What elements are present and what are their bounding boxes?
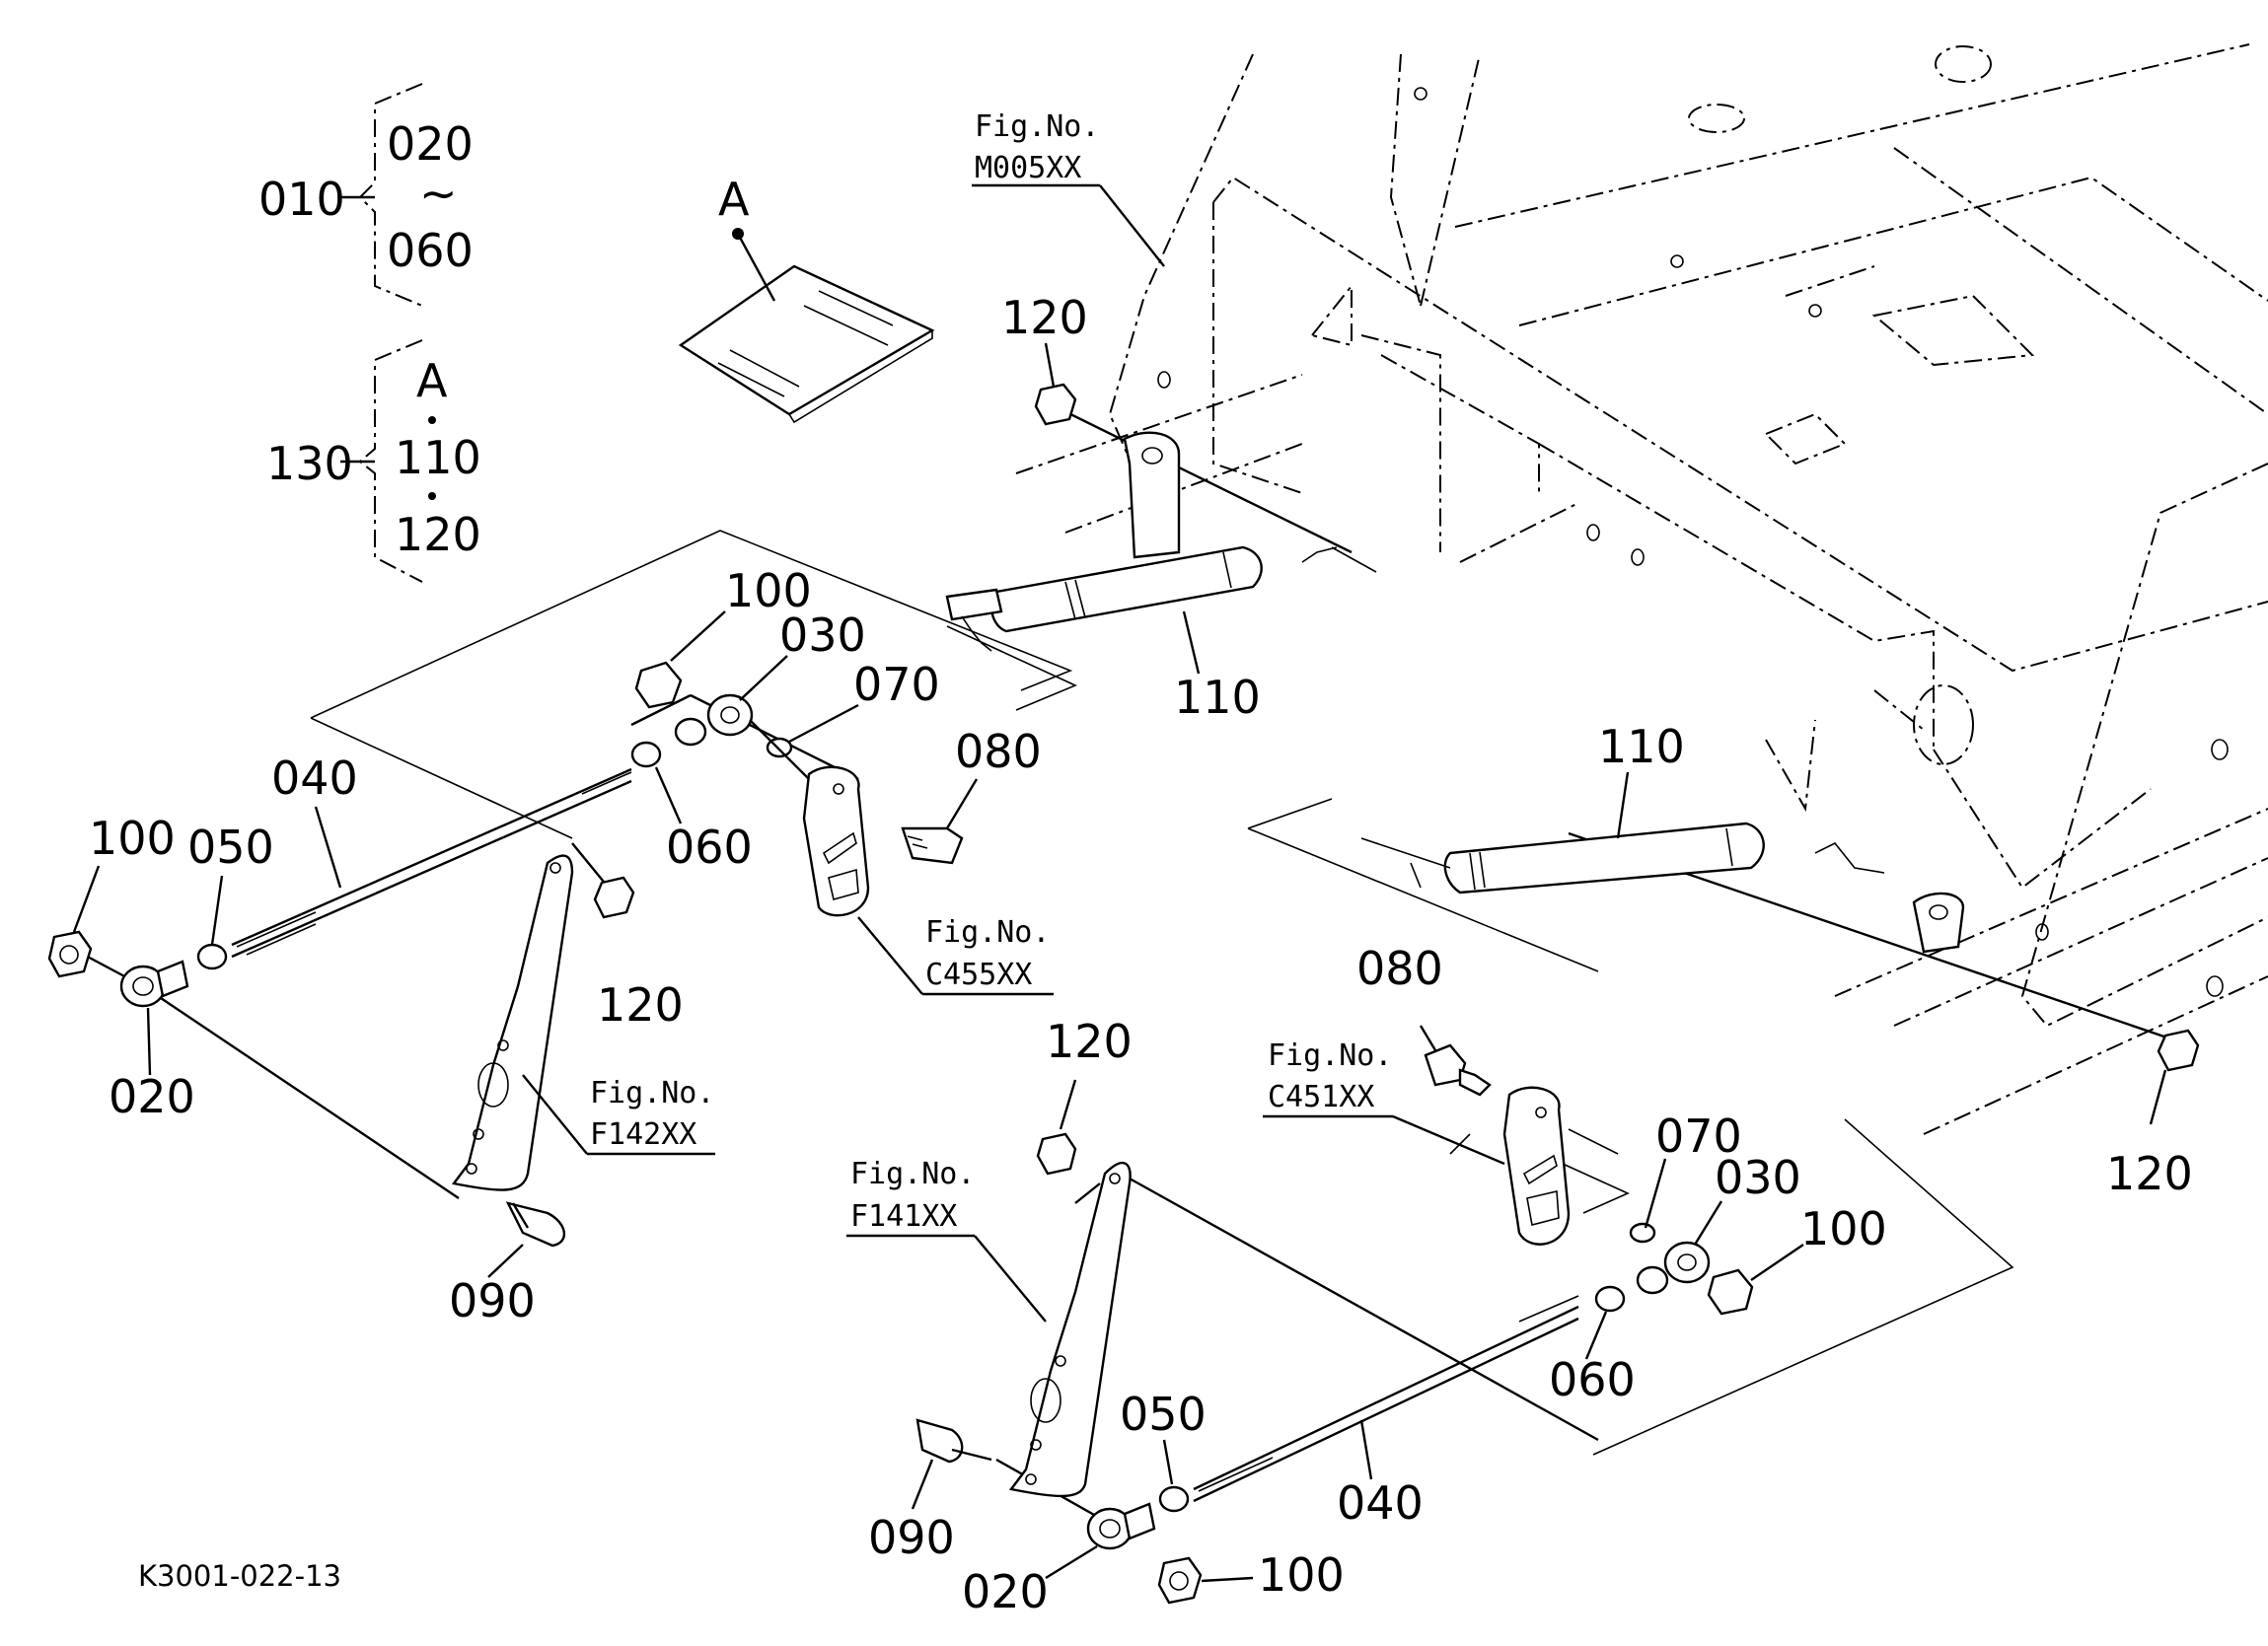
part-label-030: 030	[779, 608, 866, 662]
part-label-090: 090	[868, 1511, 955, 1564]
set-item-label: 020	[387, 117, 474, 171]
part-label-040: 040	[271, 751, 358, 805]
part-label-120: 120	[1001, 291, 1088, 344]
part-label-110: 110	[1174, 671, 1261, 724]
fig-ref-code: C455XX	[925, 958, 1032, 992]
fig-ref-title: Fig.No.	[850, 1157, 975, 1191]
part-label-080: 080	[955, 725, 1042, 778]
fig-ref-code: F141XX	[850, 1199, 957, 1234]
part-label-100: 100	[725, 564, 812, 617]
part-label-050: 050	[187, 821, 274, 874]
frame-outline	[1015, 43, 2268, 1135]
part-label-060: 060	[666, 821, 753, 874]
fig-ref-title: Fig.No.	[925, 915, 1050, 950]
set-parent-label: 130	[266, 437, 353, 490]
set-item-label: A	[416, 354, 448, 407]
part-label-120: 120	[597, 978, 684, 1032]
part-label-100: 100	[1258, 1548, 1345, 1602]
part-label-100: 100	[89, 812, 176, 865]
left-linkage	[47, 530, 1073, 1248]
part-label-120: 120	[2106, 1147, 2193, 1200]
illustration-code: K3001-022-13	[138, 1559, 341, 1593]
fig-ref-title: Fig.No.	[590, 1076, 714, 1110]
part-label-020: 020	[109, 1070, 195, 1123]
set-bracket-130: 130 A 110 120	[266, 339, 481, 583]
part-label-070: 070	[1655, 1109, 1742, 1163]
fig-ref-code: M005XX	[975, 151, 1081, 185]
set-item-label: 060	[387, 224, 474, 277]
gas-spring-right	[1247, 798, 2200, 1125]
part-label-030: 030	[1715, 1151, 1801, 1204]
part-label-080: 080	[1356, 942, 1443, 995]
set-parent-label: 010	[258, 173, 345, 226]
part-label-120: 120	[1046, 1015, 1133, 1068]
part-label-050: 050	[1120, 1388, 1207, 1441]
gas-spring-top	[945, 342, 1377, 711]
fig-ref-c451: Fig.No. C451XX	[1263, 1038, 1505, 1166]
right-linkage	[915, 1025, 2014, 1605]
set-bracket-010: 010 020 ~ 060	[258, 83, 474, 307]
set-item-label: 120	[395, 508, 481, 561]
part-label-020: 020	[962, 1565, 1049, 1618]
set-item-range: ~	[419, 167, 458, 220]
set-item-label: 110	[395, 431, 481, 484]
part-labels: 100 050 040 020 100 030 070 060 080 120 …	[72, 291, 2193, 1618]
part-label-090: 090	[449, 1274, 536, 1327]
part-label-040: 040	[1337, 1476, 1424, 1530]
fig-ref-c455: Fig.No. C455XX	[857, 915, 1054, 996]
figure-references: Fig.No. M005XX Fig.No. C455XX Fig.No. F1…	[522, 109, 1505, 1323]
part-label-110: 110	[1598, 720, 1685, 773]
fig-ref-title: Fig.No.	[1268, 1038, 1392, 1073]
part-label-070: 070	[853, 658, 940, 711]
part-label-060: 060	[1549, 1353, 1636, 1406]
fig-ref-code: C451XX	[1268, 1080, 1374, 1114]
part-label-100: 100	[1800, 1202, 1887, 1255]
fig-ref-code: F142XX	[590, 1117, 696, 1152]
fig-ref-f142: Fig.No. F142XX	[522, 1074, 715, 1156]
bullet-dot	[428, 416, 436, 424]
detail-marker: A	[718, 173, 750, 226]
manual-booklet: A	[678, 173, 935, 424]
bullet-dot	[428, 492, 436, 500]
fig-ref-m005: Fig.No. M005XX	[972, 109, 1165, 267]
fig-ref-f141: Fig.No. F141XX	[846, 1157, 1047, 1323]
bullet-dot	[732, 228, 744, 240]
fig-ref-title: Fig.No.	[975, 109, 1099, 144]
